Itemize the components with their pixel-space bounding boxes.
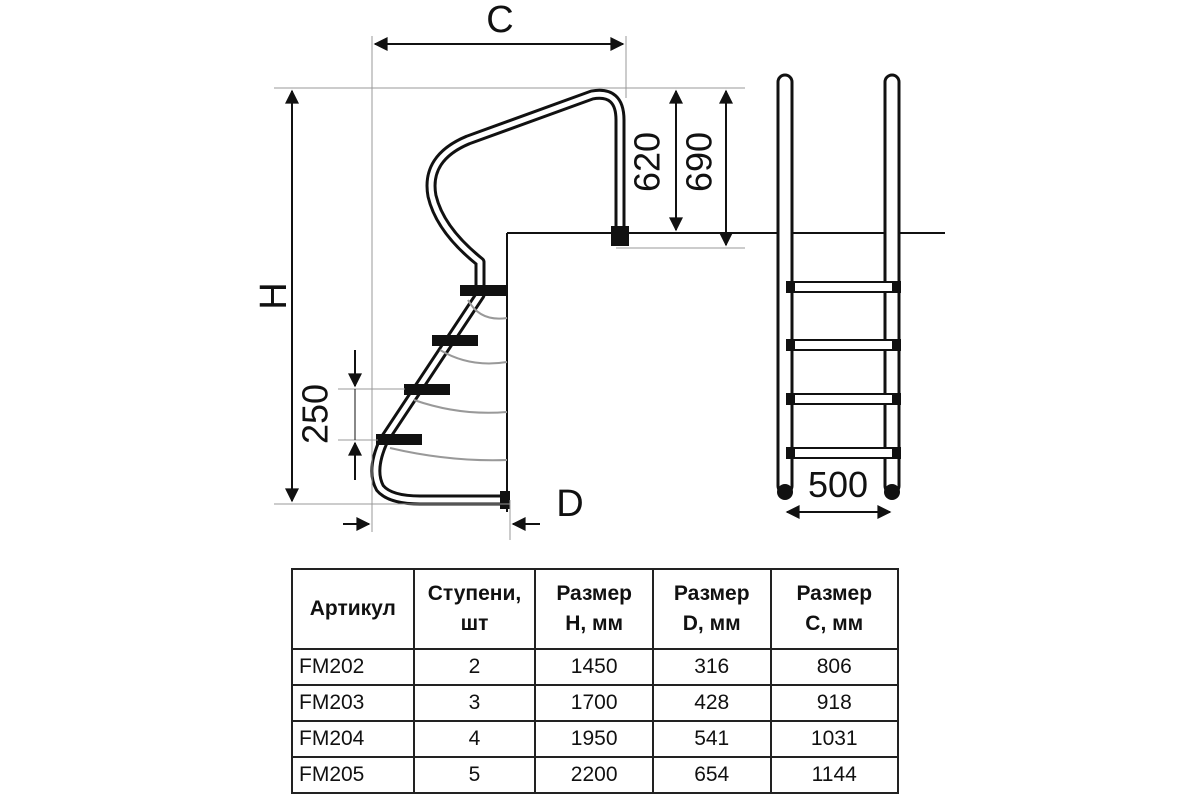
side-step-2: [432, 335, 478, 346]
table-row: FM202 2 1450 316 806: [291, 648, 900, 686]
front-step-1: [786, 281, 901, 293]
cell-size-c: 806: [769, 648, 900, 686]
cell-steps: 5: [412, 756, 537, 794]
handrail-tube: [370, 88, 626, 506]
dimension-620-label: 620: [627, 132, 668, 192]
cell-size-d: 541: [651, 720, 772, 758]
cell-size-h: 2200: [534, 756, 654, 794]
header-size-d: Размер D, мм: [651, 568, 772, 650]
table-row: FM205 5 2200 654 1144: [291, 756, 900, 794]
front-step-4: [786, 447, 901, 459]
front-view: 500: [768, 73, 945, 519]
cell-article: FM202: [291, 648, 415, 686]
dimension-handrail: 620 690: [616, 89, 745, 249]
dimension-500-label: 500: [808, 464, 868, 505]
cell-size-h: 1700: [534, 684, 654, 722]
front-step-3: [786, 393, 901, 405]
cell-article: FM205: [291, 756, 415, 794]
dimension-c-label: C: [486, 0, 513, 41]
side-step-4: [376, 434, 422, 445]
cell-size-h: 1450: [534, 648, 654, 686]
dimension-h-label: H: [253, 282, 295, 309]
cell-steps: 4: [412, 720, 537, 758]
cell-article: FM203: [291, 684, 415, 722]
dimension-690-label: 690: [679, 132, 720, 192]
dimension-step-spacing: 250: [295, 350, 405, 480]
cell-size-c: 1144: [769, 756, 900, 794]
rail-foot-left: [777, 484, 793, 500]
front-steps: [786, 281, 901, 459]
cell-steps: 2: [412, 648, 537, 686]
side-step-3: [404, 384, 450, 395]
bottom-bumper: [500, 491, 510, 509]
rail-foot-right: [884, 484, 900, 500]
cell-size-c: 1031: [769, 720, 900, 758]
dimension-h: H: [253, 87, 745, 505]
anchor-socket: [611, 226, 629, 246]
spec-table: Артикул Ступени, шт Размер H, мм Размер …: [291, 568, 900, 794]
dimension-d: D: [343, 483, 584, 540]
dimension-250-label: 250: [295, 384, 336, 444]
cell-size-h: 1950: [534, 720, 654, 758]
dimension-d-label: D: [556, 483, 583, 525]
pool-wall: [506, 232, 770, 512]
dimension-width: 500: [785, 464, 892, 519]
cell-size-d: 316: [651, 648, 772, 686]
header-steps: Ступени, шт: [412, 568, 537, 650]
front-step-2: [786, 339, 901, 351]
header-article: Артикул: [291, 568, 415, 650]
cell-size-d: 654: [651, 756, 772, 794]
side-steps: [376, 285, 506, 445]
step-supports: [389, 299, 508, 462]
table-header-row: Артикул Ступени, шт Размер H, мм Размер …: [291, 568, 900, 650]
cell-article: FM204: [291, 720, 415, 758]
cell-steps: 3: [412, 684, 537, 722]
table-row: FM203 3 1700 428 918: [291, 684, 900, 722]
table-row: FM204 4 1950 541 1031: [291, 720, 900, 758]
side-step-1: [460, 285, 506, 296]
ladder-diagram: C H 620 690 250 D: [253, 0, 945, 540]
cell-size-c: 918: [769, 684, 900, 722]
cell-size-d: 428: [651, 684, 772, 722]
header-size-h: Размер H, мм: [534, 568, 654, 650]
header-size-c: Размер C, мм: [769, 568, 900, 650]
